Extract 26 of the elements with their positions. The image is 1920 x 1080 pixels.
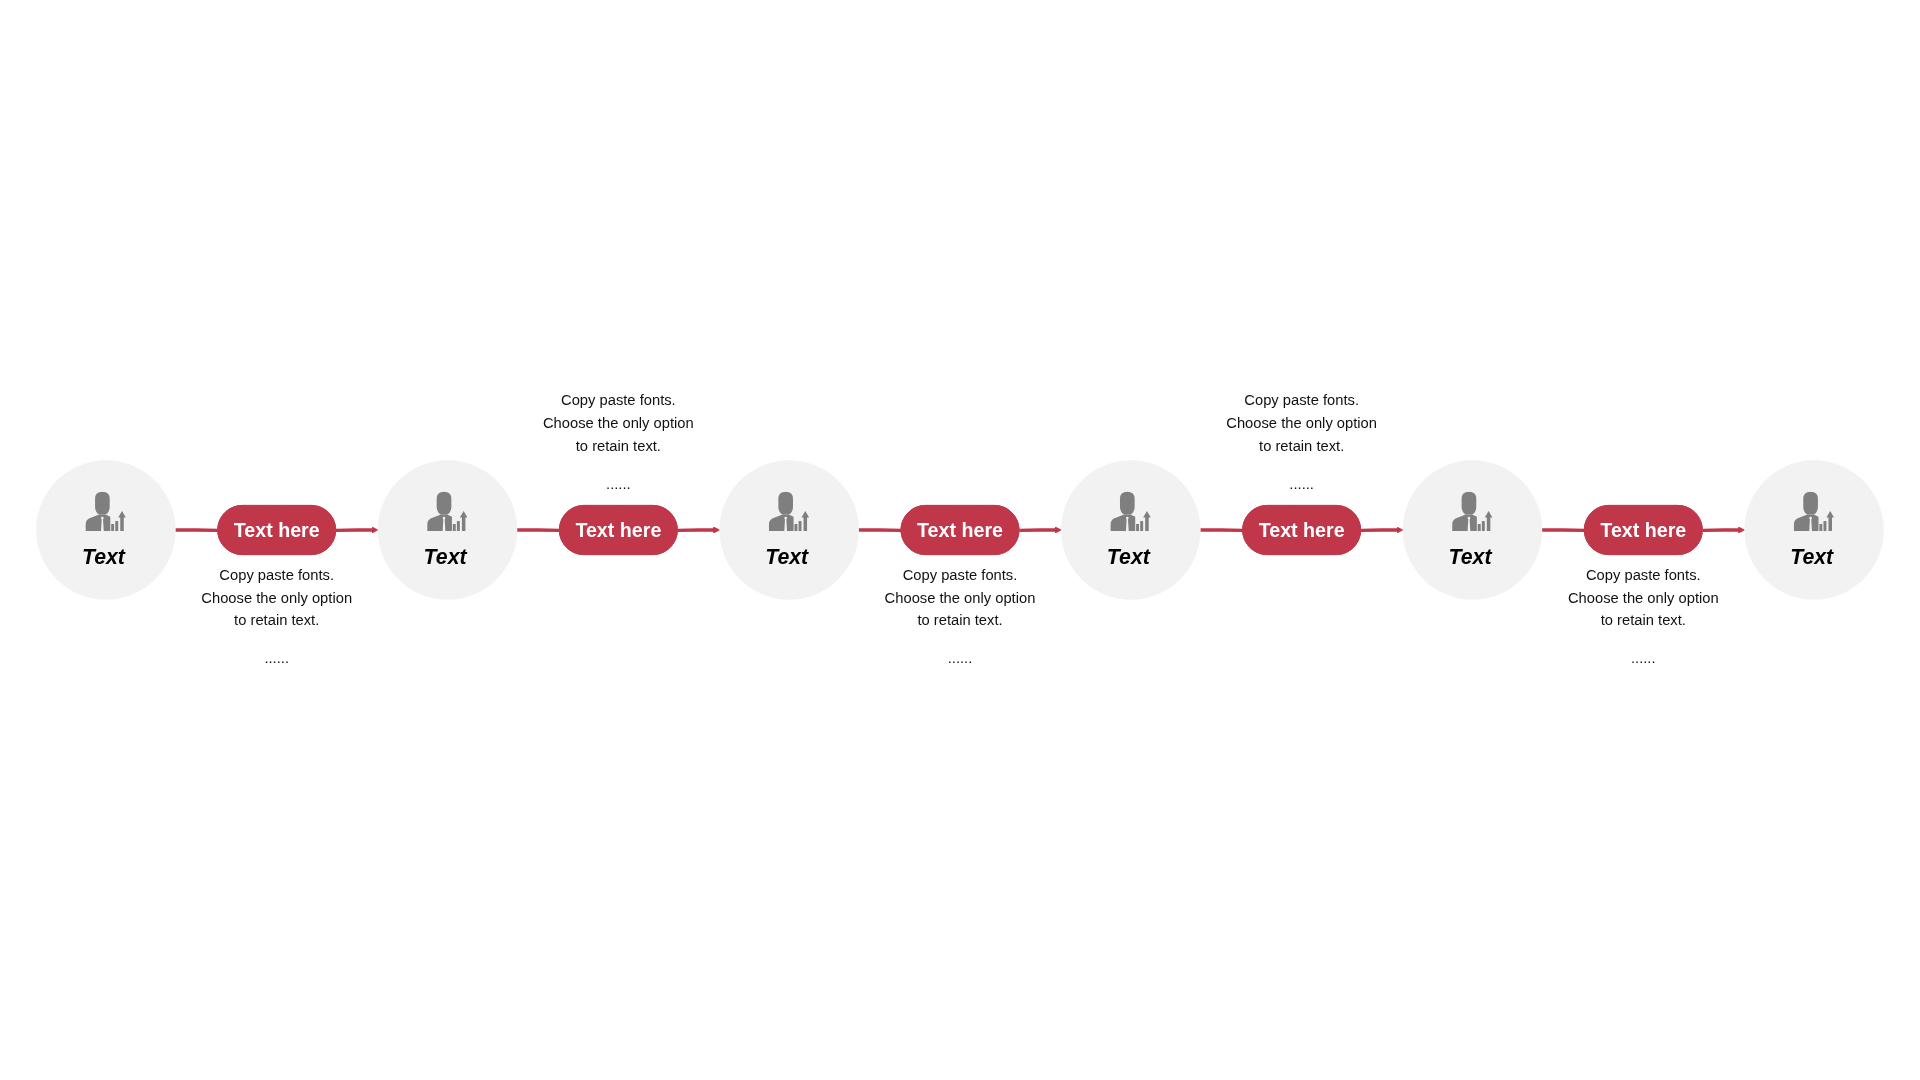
arrow <box>336 526 379 534</box>
connector <box>858 528 902 533</box>
ellipsis-text: ...... <box>1289 474 1314 494</box>
description-text: Copy paste fonts. Choose the only option to retain text. <box>1566 565 1720 631</box>
arrow <box>1360 526 1404 534</box>
arrow <box>677 526 721 534</box>
connector <box>516 528 560 533</box>
ellipsis-text: ...... <box>1631 649 1656 669</box>
arrow <box>1702 526 1746 534</box>
connector <box>175 528 219 533</box>
ellipsis-text: ...... <box>606 474 631 494</box>
node-circle: Text <box>36 460 176 600</box>
node-circle: Text <box>1402 460 1543 600</box>
description-text: Copy paste fonts. Choose the only option to retain text. <box>200 565 354 631</box>
description-text: Copy paste fonts. Choose the only option to retain text. <box>883 565 1037 631</box>
connector <box>1200 528 1244 533</box>
node-circle: Text <box>377 460 518 600</box>
ellipsis-text: ...... <box>947 649 973 669</box>
node-circle: Text <box>1061 460 1201 600</box>
connector <box>1541 528 1585 533</box>
node-circle: Text <box>719 460 859 600</box>
arrow <box>1019 526 1062 534</box>
ellipsis-text: ...... <box>264 649 289 669</box>
description-text: Copy paste fonts. Choose the only option to retain text. <box>541 391 695 457</box>
node-circle: Text <box>1744 460 1884 600</box>
description-text: Copy paste fonts. Choose the only option to retain text. <box>1225 391 1378 457</box>
